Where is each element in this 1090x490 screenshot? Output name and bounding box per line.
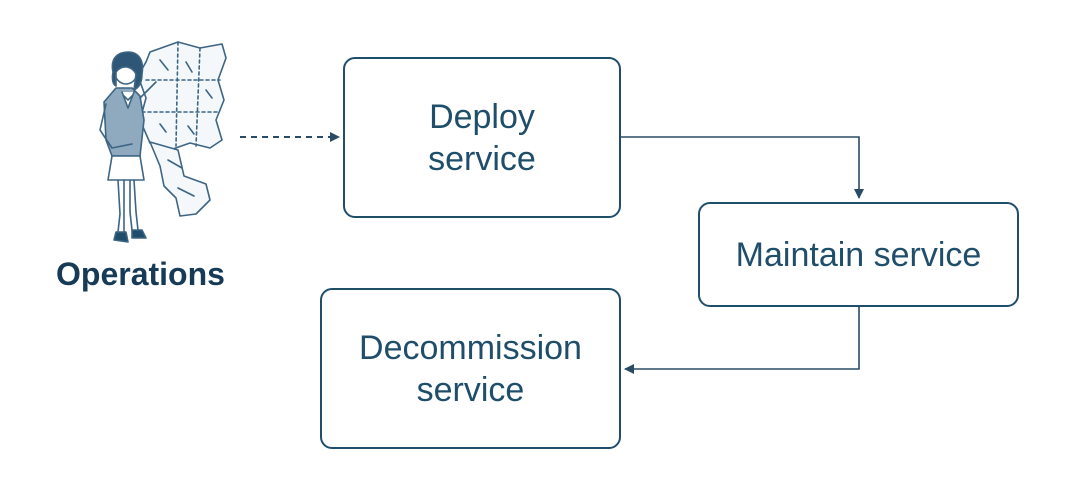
maintain-to-decommission-connector [624, 307, 860, 374]
deploy-to-maintain-connector [621, 136, 864, 199]
step-label-decommission-service: Decommission service [359, 328, 582, 409]
step-label-deploy-service: Deploy service [428, 97, 536, 178]
step-box-decommission-service: Decommission service [320, 288, 621, 449]
step-box-deploy-service: Deploy service [343, 57, 621, 218]
person-reading-document-icon [99, 41, 227, 243]
actor-label-operations: Operations [56, 256, 225, 292]
step-label-maintain-service: Maintain service [735, 235, 982, 274]
step-box-maintain-service: Maintain service [698, 202, 1019, 307]
